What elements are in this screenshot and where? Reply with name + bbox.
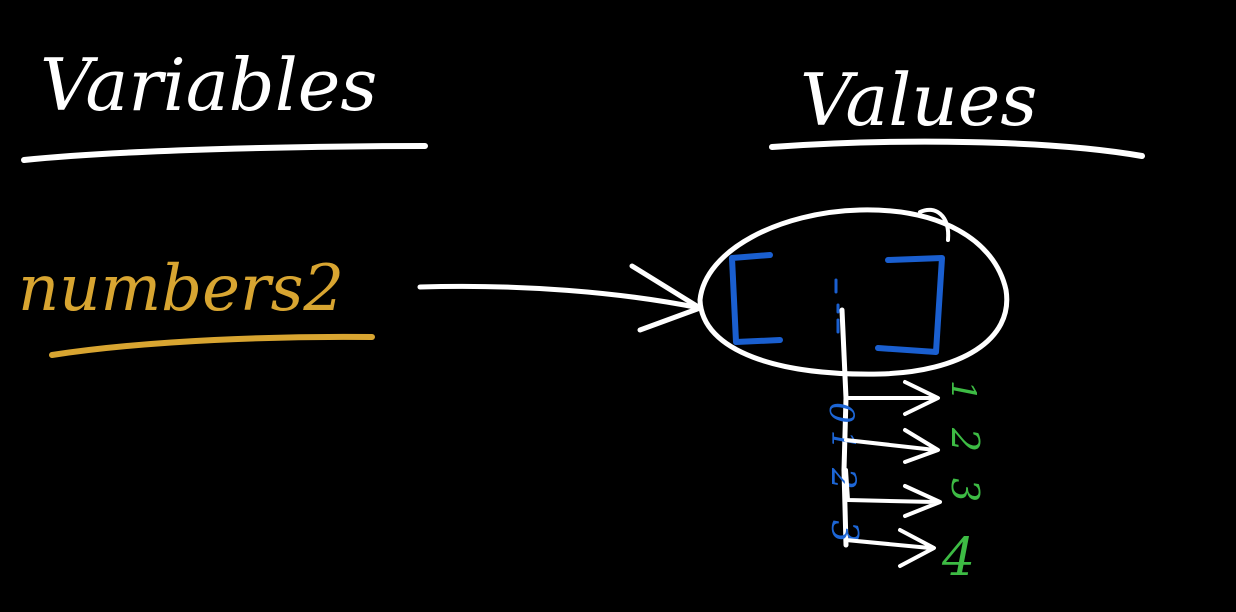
array-inner-dash <box>834 278 840 334</box>
array-close-bracket <box>875 255 945 355</box>
variable-name: numbers2 <box>18 252 344 326</box>
index-1: 1 <box>824 430 862 450</box>
heading-values: Values <box>800 58 1037 142</box>
array-open-bracket <box>729 252 783 345</box>
reference-arrow <box>417 283 703 311</box>
heading-values-underline <box>769 138 1145 159</box>
heading-variables-underline <box>21 143 428 163</box>
heading-variables: Variables <box>40 43 377 127</box>
element-stem <box>839 307 849 548</box>
value-3: 3 <box>943 478 987 502</box>
element-arrow-0 <box>844 380 940 416</box>
element-arrow-1 <box>844 428 940 464</box>
value-1: 1 <box>943 380 983 402</box>
value-blob-scribble <box>918 207 951 242</box>
index-0: 0 <box>821 402 861 424</box>
value-blob <box>697 207 1010 377</box>
index-2: 2 <box>823 467 863 490</box>
index-list: 0 1 2 3 <box>821 402 864 543</box>
element-arrow-3 <box>844 528 936 568</box>
variable-name-underline <box>49 333 375 358</box>
element-arrow-2 <box>844 468 942 518</box>
value-list: 1 2 3 4 <box>941 380 987 588</box>
value-2: 2 <box>943 427 987 452</box>
element-arrows <box>844 380 942 568</box>
value-4: 4 <box>941 528 975 588</box>
index-3: 3 <box>823 520 864 543</box>
